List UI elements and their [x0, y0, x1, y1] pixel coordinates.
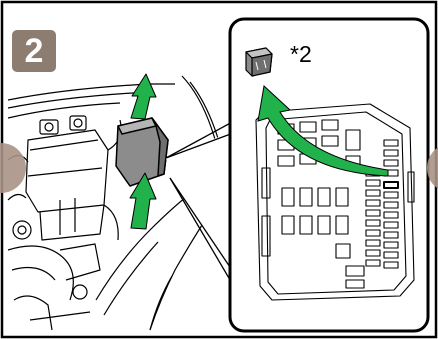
fuse-label: *2	[290, 43, 312, 66]
fuse-icon	[246, 48, 272, 76]
step-number-badge: 2	[12, 30, 56, 72]
fuse-box-cover	[116, 118, 168, 186]
